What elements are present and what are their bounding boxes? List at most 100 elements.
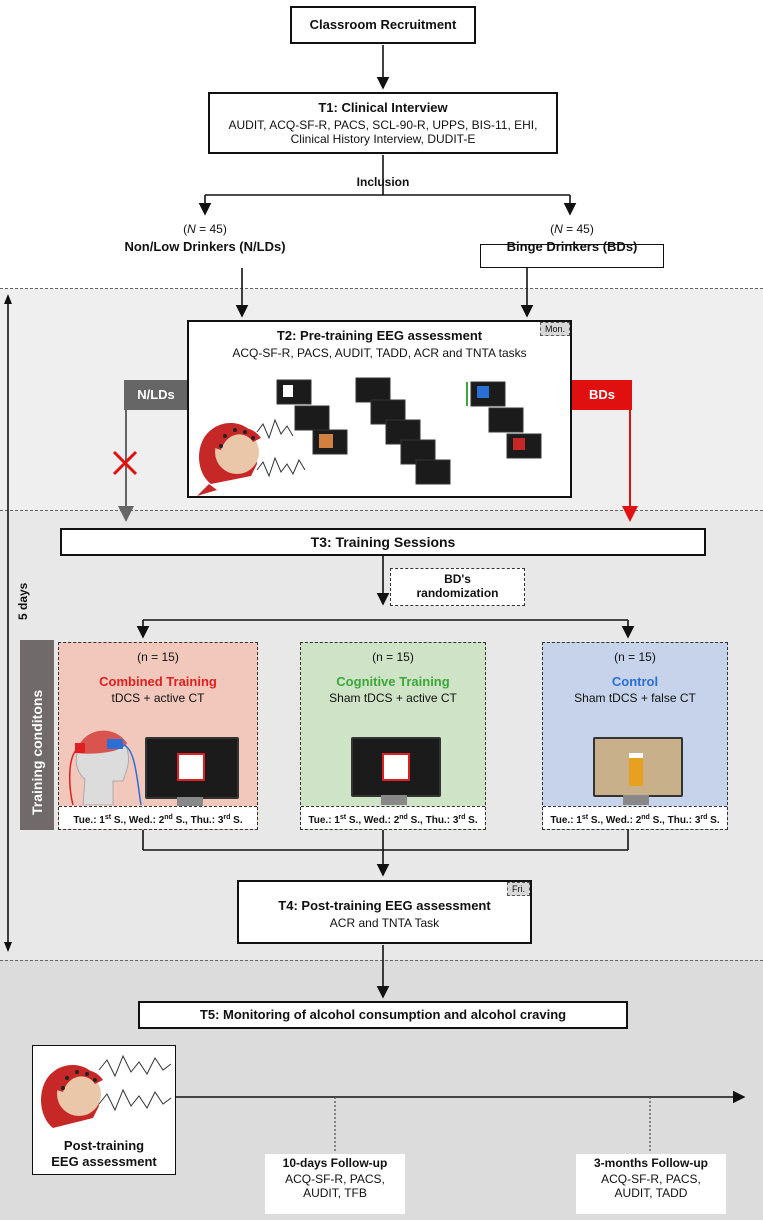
randomization-line1: BD's: [444, 572, 471, 586]
bd-group-frame: [480, 244, 664, 268]
schedule-part: S.: [230, 815, 243, 826]
recruitment-box: Classroom Recruitment: [290, 6, 476, 44]
monitor-stand: [623, 795, 649, 805]
post-eeg-line1: Post-training: [63, 1138, 145, 1153]
t2-task-illustration: [197, 377, 542, 496]
randomization-line2: randomization: [416, 586, 499, 600]
schedule-part: S., Wed.: 2: [111, 815, 165, 826]
condition-n: (n = 15): [137, 650, 179, 664]
stimulus-icon: [382, 753, 410, 781]
schedule-part: S., Thu.: 3: [407, 815, 459, 826]
divider-line: [0, 288, 763, 289]
followup-10days-box: 10-days Follow-up ACQ-SF-R, PACS, AUDIT,…: [265, 1154, 405, 1214]
eeg-head-icon: [197, 423, 261, 496]
condition-n: (n = 15): [614, 650, 656, 664]
bd-side-label: BDs: [572, 380, 632, 410]
bd-group-box: (N = 45) Binge Drinkers (BDs): [470, 222, 674, 254]
t3-box: T3: Training Sessions: [60, 528, 706, 556]
schedule-sup: rd: [700, 814, 708, 821]
schedule-sup: st: [104, 814, 112, 821]
schedule-sup: nd: [399, 814, 408, 821]
condition-desc: Sham tDCS + active CT: [329, 691, 457, 705]
nld-n-open: (: [183, 222, 188, 236]
post-eeg-box: Post-training EEG assessment: [32, 1045, 176, 1175]
followup-line1: ACQ-SF-R, PACS,: [601, 1172, 701, 1186]
duration-label-wrap: 5 days: [14, 560, 34, 620]
tdcs-head-icon: [69, 730, 142, 805]
eeg-head-icon: [41, 1054, 172, 1128]
inclusion-label: Inclusion: [356, 175, 410, 189]
condition-n: (n = 15): [372, 650, 414, 664]
t1-box: T1: Clinical Interview AUDIT, ACQ-SF-R, …: [208, 92, 558, 154]
followup-line2: AUDIT, TADD: [614, 1186, 688, 1200]
followup-line2: AUDIT, TFB: [303, 1186, 367, 1200]
schedule-sup: nd: [641, 814, 650, 821]
condition-schedule: Tue.: 1st S., Wed.: 2nd S., Thu.: 3rd S.: [543, 806, 727, 829]
conditions-label-text: Training conditons: [29, 689, 45, 815]
schedule-part: S.: [465, 815, 478, 826]
nld-group-box: (N = 45) Non/Low Drinkers (N/LDs): [100, 222, 310, 254]
monitor-icon: [593, 737, 683, 797]
condition-control-box: (n = 15) Control Sham tDCS + false CT Tu…: [542, 642, 728, 830]
schedule-sup: st: [339, 814, 347, 821]
t2-day-tag: Mon.: [539, 322, 570, 336]
schedule-part: S.: [707, 815, 720, 826]
t4-box: Fri. T4: Post-training EEG assessment AC…: [237, 880, 532, 944]
monitor-icon: [351, 737, 441, 797]
followup-title: 3-months Follow-up: [594, 1156, 708, 1170]
bd-n-var: N: [554, 222, 563, 236]
nld-side-label: N/LDs: [124, 380, 188, 410]
t5-title: T5: Monitoring of alcohol consumption an…: [199, 1007, 567, 1022]
monitor-stand: [177, 797, 203, 807]
t2-title: T2: Pre-training EEG assessment: [276, 328, 483, 343]
condition-name: Control: [611, 674, 659, 689]
duration-label: 5 days: [16, 582, 30, 620]
beer-icon: [629, 753, 643, 786]
schedule-sup: nd: [164, 814, 173, 821]
schedule-sup: st: [581, 814, 589, 821]
condition-schedule: Tue.: 1st S., Wed.: 2nd S., Thu.: 3rd S.: [301, 806, 485, 829]
schedule-part: Tue.: 1: [308, 815, 340, 826]
schedule-sup: rd: [223, 814, 231, 821]
t1-title: T1: Clinical Interview: [318, 100, 448, 115]
bd-n-eq: = 45): [562, 222, 594, 236]
bd-label: Binge Drinkers (BDs): [506, 239, 638, 254]
nld-label: Non/Low Drinkers (N/LDs): [124, 239, 286, 254]
t2-subtitle: ACQ-SF-R, PACS, AUDIT, TADD, ACR and TNT…: [232, 346, 527, 360]
t1-line2: Clinical History Interview, DUDIT-E: [290, 132, 476, 146]
t3-title: T3: Training Sessions: [310, 534, 456, 550]
schedule-part: Tue.: 1: [550, 815, 582, 826]
schedule-part: S., Thu.: 3: [649, 815, 701, 826]
randomization-box: BD's randomization: [390, 568, 525, 606]
bd-n-open: (: [550, 222, 555, 236]
recruitment-label: Classroom Recruitment: [309, 17, 457, 32]
condition-name: Cognitive Training: [336, 674, 450, 689]
t4-subtitle: ACR and TNTA Task: [329, 916, 440, 930]
condition-desc: tDCS + active CT: [111, 691, 205, 705]
divider-line: [0, 960, 763, 961]
condition-cognitive-box: (n = 15) Cognitive Training Sham tDCS + …: [300, 642, 486, 830]
divider-line: [0, 510, 763, 511]
monitor-icon: [145, 737, 239, 799]
conditions-side-label: Training conditons: [20, 640, 54, 830]
condition-desc: Sham tDCS + false CT: [574, 691, 696, 705]
followup-3months-box: 3-months Follow-up ACQ-SF-R, PACS, AUDIT…: [576, 1154, 726, 1214]
stimulus-icon: [177, 753, 205, 781]
condition-name: Combined Training: [99, 674, 217, 689]
schedule-sup: rd: [458, 814, 466, 821]
schedule-part: S., Thu.: 3: [172, 815, 224, 826]
monitor-stand: [381, 795, 407, 805]
nld-n-var: N: [187, 222, 196, 236]
t5-box: T5: Monitoring of alcohol consumption an…: [138, 1001, 628, 1029]
schedule-part: Tue.: 1: [73, 815, 105, 826]
nld-n-eq: = 45): [195, 222, 227, 236]
condition-schedule: Tue.: 1st S., Wed.: 2nd S., Thu.: 3rd S.: [59, 806, 257, 829]
t4-day-tag: Fri.: [507, 882, 530, 896]
followup-line1: ACQ-SF-R, PACS,: [285, 1172, 385, 1186]
schedule-part: S., Wed.: 2: [588, 815, 642, 826]
t4-title: T4: Post-training EEG assessment: [278, 898, 491, 913]
condition-combined-box: (n = 15) Combined Training tDCS + active…: [58, 642, 258, 830]
schedule-part: S., Wed.: 2: [346, 815, 400, 826]
t2-box: T2: Pre-training EEG assessment ACQ-SF-R…: [187, 320, 572, 498]
